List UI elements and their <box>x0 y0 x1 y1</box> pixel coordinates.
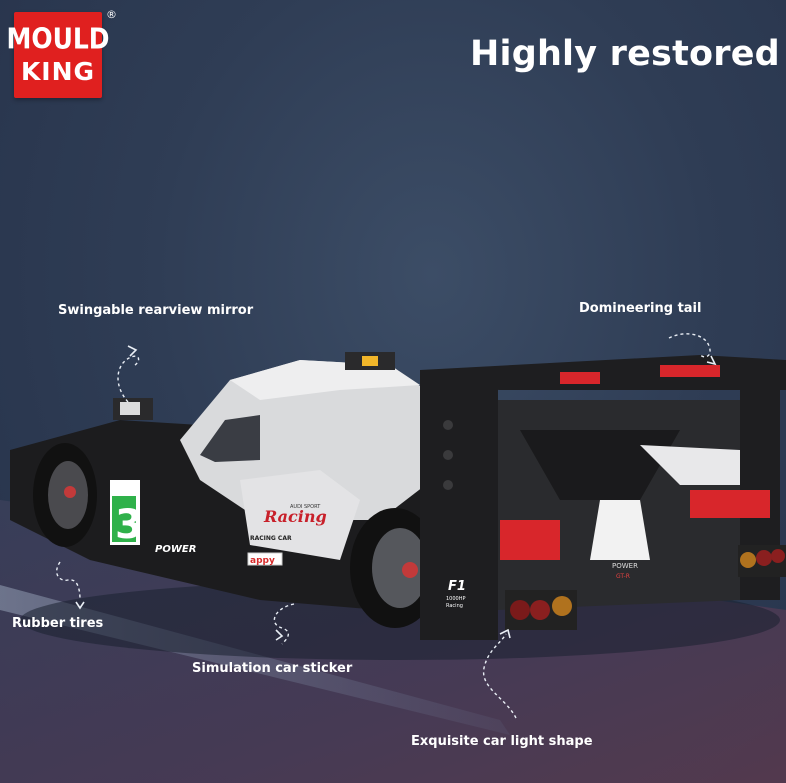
curved-arrow-icon <box>273 603 295 645</box>
curved-arrow-icon <box>483 628 517 719</box>
callout-mirror: Swingable rearview mirror <box>58 303 254 318</box>
callout-tail: Domineering tail <box>579 301 702 316</box>
registered-mark-icon: ® <box>106 8 117 21</box>
mould-king-logo: MOULD KING <box>6 12 110 98</box>
curved-arrow-icon <box>668 333 717 366</box>
car-number: 3 <box>115 502 143 548</box>
rear-gtr-decal: GT-R <box>616 573 630 580</box>
curved-arrow-icon <box>56 561 85 610</box>
logo-line-1: MOULD <box>6 21 110 56</box>
logo-line-2: KING <box>20 57 96 86</box>
curved-arrow-icon <box>117 345 140 403</box>
side-power-decal: POWER <box>155 544 196 555</box>
headline: Highly restored <box>470 34 780 74</box>
f1-sub-decal-1: 1000HP <box>446 596 466 602</box>
audi-sport-decal: AUDI SPORT <box>290 504 321 510</box>
callout-tires: Rubber tires <box>12 616 104 631</box>
rear-power-decal: POWER <box>612 562 638 570</box>
racing-car-decal: RACING CAR <box>250 535 292 542</box>
racing-decal: Racing <box>263 507 327 526</box>
callout-sticker: Simulation car sticker <box>192 661 353 676</box>
callout-lights: Exquisite car light shape <box>411 734 593 749</box>
f1-decal: F1 <box>448 579 466 594</box>
f1-sub-decal-2: Racing <box>446 603 463 609</box>
appy-decal: appy <box>250 556 275 566</box>
